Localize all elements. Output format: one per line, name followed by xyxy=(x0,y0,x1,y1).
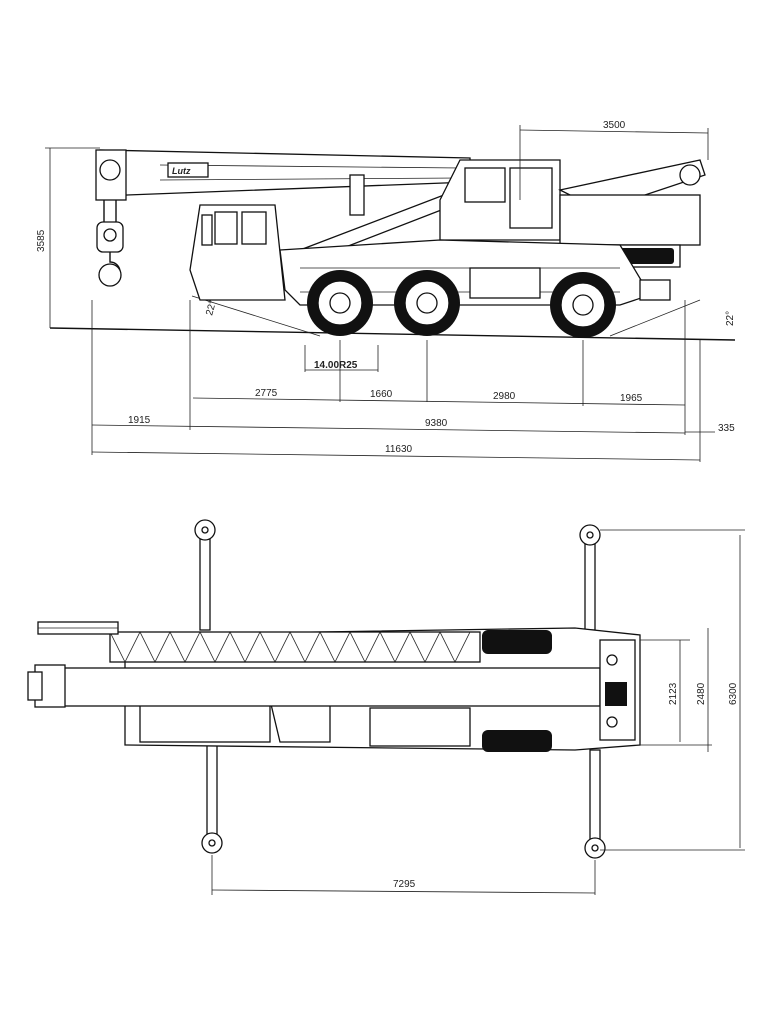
outrigger-front-left xyxy=(199,529,211,631)
dim-height: 3585 xyxy=(36,229,47,252)
wheel-2 xyxy=(394,270,460,336)
dim-7295-line xyxy=(211,889,596,894)
approach-angle-line xyxy=(191,295,321,337)
tyres-top-right xyxy=(482,730,552,752)
crane-cab-door xyxy=(509,167,553,229)
dim-1915: 1915 xyxy=(128,415,151,426)
dim-2775: 2775 xyxy=(255,388,278,399)
dim-2980: 2980 xyxy=(493,391,516,402)
top-view: 2123 2480 6300 7295 xyxy=(27,519,745,895)
rear-outrigger xyxy=(639,279,671,301)
crane-cab-window xyxy=(464,167,506,203)
boom-head-sheave xyxy=(99,159,121,181)
outrigger-front-right xyxy=(206,739,218,841)
wheel-3 xyxy=(550,272,616,338)
ground-line xyxy=(49,327,736,341)
dim-9380: 9380 xyxy=(425,418,448,429)
dim-row-2 xyxy=(91,424,686,434)
dim-7295: 7295 xyxy=(393,879,416,890)
dim-1660: 1660 xyxy=(370,389,393,400)
outrigger-rear-right xyxy=(589,749,601,846)
carrier-deck-mid xyxy=(369,707,471,747)
boom-top-view xyxy=(49,667,601,707)
carrier-cab-window-right xyxy=(241,211,267,245)
dim-angle-front: 22° xyxy=(204,299,219,316)
boom-logo-plate xyxy=(167,162,209,178)
dim-tyre: 14.00R25 xyxy=(314,360,358,371)
wheel-1 xyxy=(307,270,373,336)
dim-3500: 3500 xyxy=(603,120,626,131)
dim-2480: 2480 xyxy=(696,682,707,705)
carrier-deck-left xyxy=(139,699,271,743)
side-view: Lutz xyxy=(36,120,736,462)
dim-11630: 11630 xyxy=(385,444,413,455)
dim-1965: 1965 xyxy=(620,393,643,404)
dim-row-1 xyxy=(192,397,686,406)
dim-row-3 xyxy=(91,451,701,461)
fuel-tank xyxy=(469,267,541,299)
outrigger-rear-left xyxy=(584,534,596,631)
departure-angle-line xyxy=(609,299,701,337)
lattice-catwalk xyxy=(109,631,481,663)
winch-drum xyxy=(679,164,701,186)
dim-angle-rear: 22° xyxy=(725,311,736,326)
dim-335: 335 xyxy=(718,423,735,434)
boom xyxy=(99,149,471,197)
dim-3500-line xyxy=(519,129,709,134)
carrier-cab-window-left xyxy=(214,211,238,245)
boom-logo: Lutz xyxy=(172,166,191,176)
dim-2123: 2123 xyxy=(668,682,679,705)
dim-6300: 6300 xyxy=(728,682,739,705)
tyres-top-left xyxy=(482,630,552,654)
counterweight xyxy=(559,194,701,246)
